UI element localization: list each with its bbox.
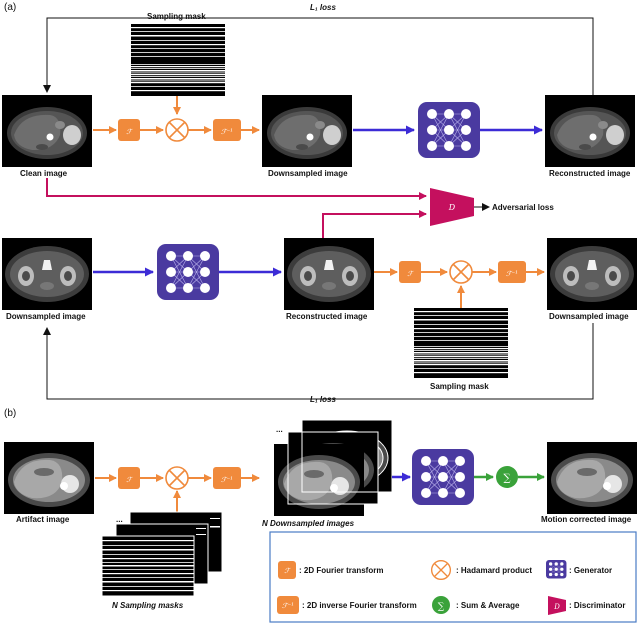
fourier-symbol-2: ℱ [407,270,414,278]
inverse-fourier-icon: ℱ⁻¹ [213,119,241,141]
legend-sum-symbol: ∑ [438,602,445,612]
reconstructed-image-1-label: Reconstructed image [549,169,631,178]
sampling-mask-top [131,24,225,96]
artifact-image [4,442,94,514]
l1-loss-top-label: L₁ loss [310,3,336,12]
l1-loss-top-line [43,17,594,95]
fourier-icon-2: ℱ [399,261,421,283]
downsampled-image-stack [274,419,393,516]
inverse-fourier-symbol-3: ℱ⁻¹ [221,476,233,484]
legend-discriminator-icon: D [548,596,566,615]
legend-sum-icon: ∑ [432,596,450,614]
artifact-image-label: Artifact image [16,515,70,524]
clean-image-label: Clean image [20,169,68,178]
hadamard-icon-2 [449,260,473,284]
fourier-symbol: ℱ [126,128,133,136]
sum-icon: ∑ [496,466,518,488]
legend-inverse-fourier-text: : 2D inverse Fourier transform [302,601,417,610]
generator-icon-2 [156,243,220,301]
hadamard-icon-3 [165,466,189,490]
reconstructed-image-2 [284,238,374,310]
legend-generator-icon [545,559,567,579]
generator-icon-3 [411,448,475,506]
discriminator-symbol: D [448,203,456,212]
generator-icon [417,101,481,159]
fourier-icon-3: ℱ [118,467,140,489]
discriminator-icon: D [430,188,474,226]
motion-corrected-image [547,442,637,514]
reconstructed-image-2-label: Reconstructed image [286,312,368,321]
sum-symbol: ∑ [503,473,511,484]
legend: ℱ : 2D Fourier transform : Hadamard prod… [269,531,637,623]
l1-loss-bottom-label: L₁ loss [310,395,336,404]
inverse-fourier-symbol-2: ℱ⁻¹ [506,270,518,278]
masks-dots: ... [116,515,123,524]
section-label-a: (a) [4,2,16,13]
sampling-mask-bottom [414,308,508,378]
legend-sum-text: : Sum & Average [456,601,520,610]
legend-discriminator-symbol: D [553,603,560,611]
legend-fourier-icon: ℱ [278,561,296,579]
reconstructed-to-discriminator-arrow [322,210,427,240]
sampling-mask-bottom-label: Sampling mask [430,382,489,391]
legend-inverse-fourier-icon: ℱ⁻¹ [277,596,299,614]
reconstructed-image-1 [545,95,635,167]
legend-discriminator-text: : Discriminator [569,601,625,610]
clean-image [2,95,92,167]
legend-hadamard-icon [430,559,452,581]
legend-fourier-symbol: ℱ [284,567,291,575]
fourier-symbol-3: ℱ [126,476,133,484]
downsampled-image-1-label: Downsampled image [268,169,348,178]
downsampled-image-3-label: Downsampled image [549,312,629,321]
downsampled-image-2-label: Downsampled image [6,312,86,321]
section-label-b: (b) [4,408,16,419]
legend-hadamard-text: : Hadamard product [456,566,532,575]
fourier-icon: ℱ [118,119,140,141]
clean-to-discriminator-arrow [46,178,427,200]
legend-generator-text: : Generator [569,566,612,575]
inverse-fourier-symbol: ℱ⁻¹ [221,128,233,136]
n-downsampled-images-label: N Downsampled images [262,519,355,528]
inverse-fourier-icon-3: ℱ⁻¹ [213,467,241,489]
n-sampling-masks-label: N Sampling masks [112,601,184,610]
hadamard-icon [165,118,189,142]
downsampled-image-2 [2,238,92,310]
l1-loss-bottom-line [43,323,594,400]
motion-corrected-image-label: Motion corrected image [541,515,632,524]
legend-fourier-text: : 2D Fourier transform [299,566,383,575]
adversarial-loss-label: Adversarial loss [492,203,554,212]
legend-inverse-fourier-symbol: ℱ⁻¹ [282,602,294,610]
inverse-fourier-icon-2: ℱ⁻¹ [498,261,526,283]
downsampled-image-3 [547,238,637,310]
downsampled-image-1 [262,95,352,167]
images-dots: ... [276,425,283,434]
sampling-mask-top-label: Sampling mask [147,12,206,21]
sampling-mask-stack [101,511,223,597]
